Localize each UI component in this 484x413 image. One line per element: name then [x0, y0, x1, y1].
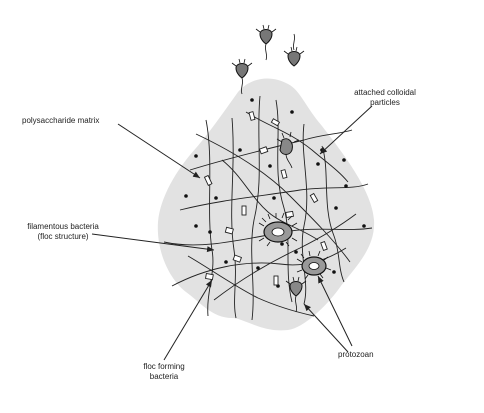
protozoan-top-mid: [231, 58, 253, 95]
protozoan-large: [258, 212, 298, 247]
protozoan-top-right: [283, 33, 305, 67]
arrow-protozoan-1: [317, 275, 353, 347]
floc-forming-bacteria: [203, 111, 328, 286]
arrow-polysaccharide-matrix: [117, 123, 201, 179]
leader-arrows: [91, 105, 373, 361]
label-filamentous-line-1: filamentous bacteria: [27, 222, 99, 231]
protozoan-right: [296, 250, 332, 280]
label-filamentous-bacteria: filamentous bacteria (floc structure): [20, 222, 106, 242]
colloidal-particles: [184, 98, 366, 288]
protozoan-stalked-bottom: [285, 276, 307, 313]
label-colloidal-line-2: particles: [370, 98, 400, 107]
arrow-attached-colloidal: [319, 105, 373, 155]
label-floc-forming-bacteria: floc forming bacteria: [132, 362, 196, 382]
label-polysaccharide-matrix: polysaccharide matrix: [22, 116, 100, 125]
protozoan-top-left: [255, 24, 277, 61]
label-attached-colloidal-particles: attached colloidal particles: [342, 88, 428, 108]
label-colloidal-line-1: attached colloidal: [354, 88, 416, 97]
attached-protozoan: [276, 131, 300, 169]
floc-body: [157, 78, 375, 331]
arrow-filamentous-bacteria: [91, 233, 215, 253]
label-floc-line-2: bacteria: [149, 372, 179, 381]
arrow-floc-forming-bacteria: [163, 279, 213, 361]
label-protozoan: protozoan: [338, 350, 374, 359]
label-floc-line-1: floc forming: [143, 362, 185, 371]
filamentous-bacteria: [163, 95, 373, 321]
label-filamentous-line-2: (floc structure): [37, 232, 89, 241]
arrow-protozoan-2: [303, 303, 349, 353]
